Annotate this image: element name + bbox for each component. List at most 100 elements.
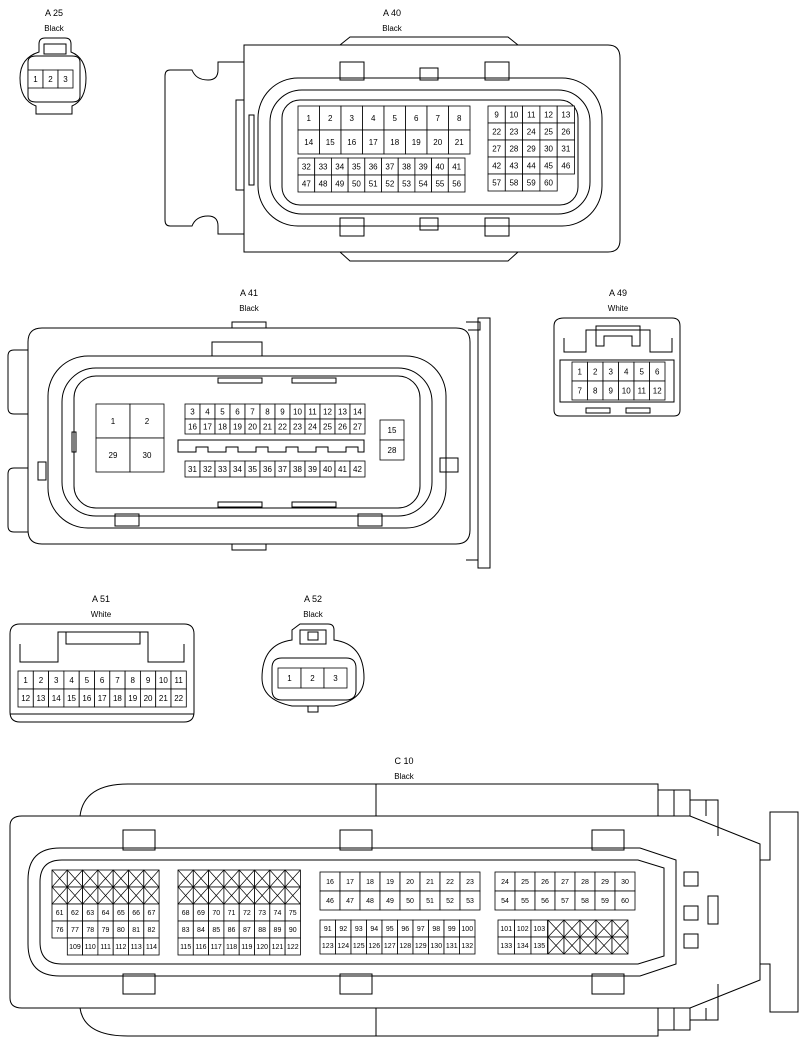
pin-number: 26 [338, 422, 347, 431]
pin-cell [448, 129, 471, 155]
blank-cross [128, 869, 145, 888]
pin-number: 128 [399, 943, 411, 950]
blank-cross [177, 886, 194, 905]
pin-number: 22 [174, 694, 183, 703]
pin-number: 102 [517, 926, 529, 933]
pin-number: 55 [435, 179, 444, 188]
blank-cross [254, 869, 271, 888]
connector-id: A 41 [240, 288, 258, 298]
pin-cell [323, 667, 348, 689]
pin-number: 38 [293, 465, 302, 474]
pin-number: 7 [578, 386, 583, 395]
pin-number: 36 [263, 465, 272, 474]
pin-number: 11 [308, 407, 317, 416]
pin-cell [95, 437, 131, 473]
pin-number: 45 [544, 161, 553, 170]
connector-id: A 52 [304, 594, 322, 604]
pin-number: 10 [622, 386, 631, 395]
connector-color: Black [44, 24, 65, 33]
pin-number: 13 [561, 110, 570, 119]
pin-number: 49 [386, 898, 394, 905]
blank-cross [563, 936, 581, 955]
pin-number: 6 [414, 114, 419, 123]
pin-number: 3 [54, 676, 59, 685]
pin-number: 21 [455, 138, 464, 147]
pin-number: 33 [319, 162, 328, 171]
pin-number: 97 [417, 926, 425, 933]
pin-cell [379, 439, 405, 461]
pin-number: 11 [174, 676, 183, 685]
pin-number: 88 [258, 927, 266, 934]
pin-number: 28 [581, 879, 589, 886]
connector-color: Black [303, 610, 324, 619]
pin-number: 20 [248, 422, 257, 431]
pin-number: 1 [111, 417, 116, 426]
pin-number: 5 [220, 407, 225, 416]
pin-number: 14 [52, 694, 61, 703]
pin-number: 34 [233, 465, 242, 474]
pin-number: 90 [289, 927, 297, 934]
pin-number: 9 [494, 110, 499, 119]
pin-number: 16 [188, 422, 197, 431]
pin-number: 84 [197, 927, 205, 934]
pin-number: 17 [369, 138, 378, 147]
blank-cross [97, 869, 114, 888]
pin-number: 7 [436, 114, 441, 123]
pin-number: 57 [492, 178, 501, 187]
pin-number: 131 [446, 943, 458, 950]
pin-number: 53 [402, 179, 411, 188]
pin-number: 12 [323, 407, 332, 416]
pin-number: 87 [243, 927, 251, 934]
blank-cross [611, 936, 629, 955]
pin-number: 35 [248, 465, 257, 474]
pin-number: 69 [197, 910, 205, 917]
blank-cross [223, 869, 240, 888]
blank-cross [128, 886, 145, 905]
blank-cross [143, 886, 160, 905]
pin-number: 98 [432, 926, 440, 933]
pin-number: 119 [241, 944, 252, 951]
pin-number: 129 [415, 943, 427, 950]
pin-number: 9 [609, 386, 614, 395]
pin-number: 93 [355, 926, 363, 933]
pin-number: 47 [302, 179, 311, 188]
blank-cross [208, 886, 225, 905]
pin-number: 26 [541, 879, 549, 886]
pin-number: 19 [386, 879, 394, 886]
pin-number: 34 [335, 162, 344, 171]
pin-number: 61 [56, 910, 64, 917]
pin-number: 16 [82, 694, 91, 703]
pin-number: 27 [353, 422, 362, 431]
pin-number: 70 [212, 910, 220, 917]
pin-cell [129, 437, 165, 473]
pin-number: 29 [527, 144, 536, 153]
pin-number: 30 [143, 451, 152, 460]
pin-cell [349, 418, 366, 435]
blank-cross [193, 886, 209, 905]
connector-color: Black [239, 304, 260, 313]
blank-cross [547, 919, 565, 938]
pin-number: 12 [653, 386, 662, 395]
pin-number: 126 [368, 943, 380, 950]
pin-number: 28 [388, 446, 397, 455]
pin-cell [349, 460, 366, 478]
pin-number: 21 [426, 879, 434, 886]
blank-cross [595, 919, 613, 938]
pin-number: 66 [132, 910, 140, 917]
pin-number: 117 [211, 944, 222, 951]
connector-color: Black [394, 772, 415, 781]
blank-cross [193, 869, 209, 888]
blank-cross [51, 886, 68, 905]
blank-cross [269, 886, 286, 905]
pin-number: 31 [188, 465, 197, 474]
pin-number: 6 [235, 407, 240, 416]
pin-number: 21 [263, 422, 272, 431]
pin-number: 54 [419, 179, 428, 188]
pin-number: 133 [500, 943, 512, 950]
pin-number: 4 [624, 367, 629, 376]
